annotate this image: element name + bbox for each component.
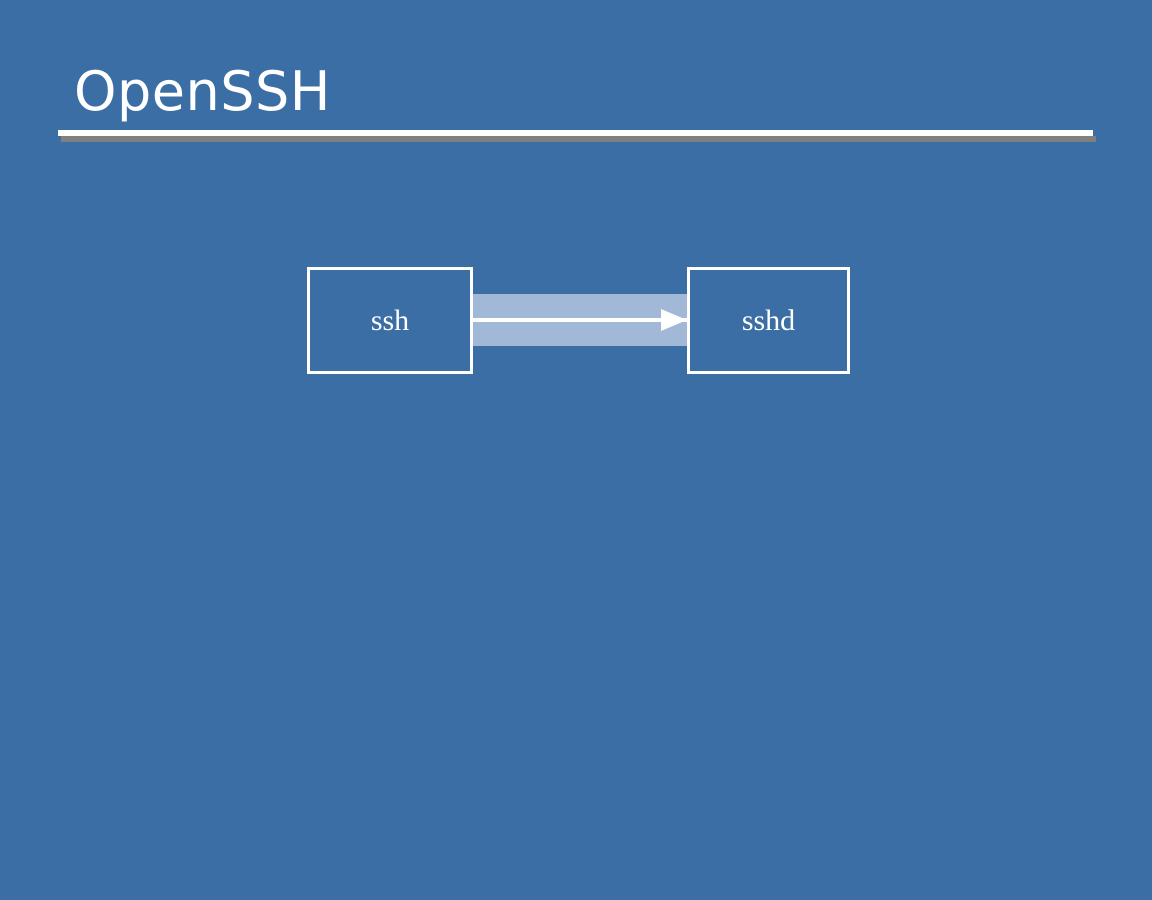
- title-rule-shadow: [61, 136, 1096, 142]
- connector-band-upper: [471, 294, 689, 318]
- node-ssh[interactable]: ssh: [307, 267, 473, 374]
- page-title: OpenSSH: [74, 60, 331, 123]
- node-sshd[interactable]: sshd: [687, 267, 850, 374]
- title-rule-line: [58, 130, 1093, 136]
- title-underline-rule: [58, 130, 1096, 142]
- connector-band-lower: [471, 322, 689, 346]
- connector-arrow-icon: [471, 309, 687, 331]
- node-ssh-label: ssh: [370, 303, 410, 337]
- node-sshd-label: sshd: [741, 303, 796, 337]
